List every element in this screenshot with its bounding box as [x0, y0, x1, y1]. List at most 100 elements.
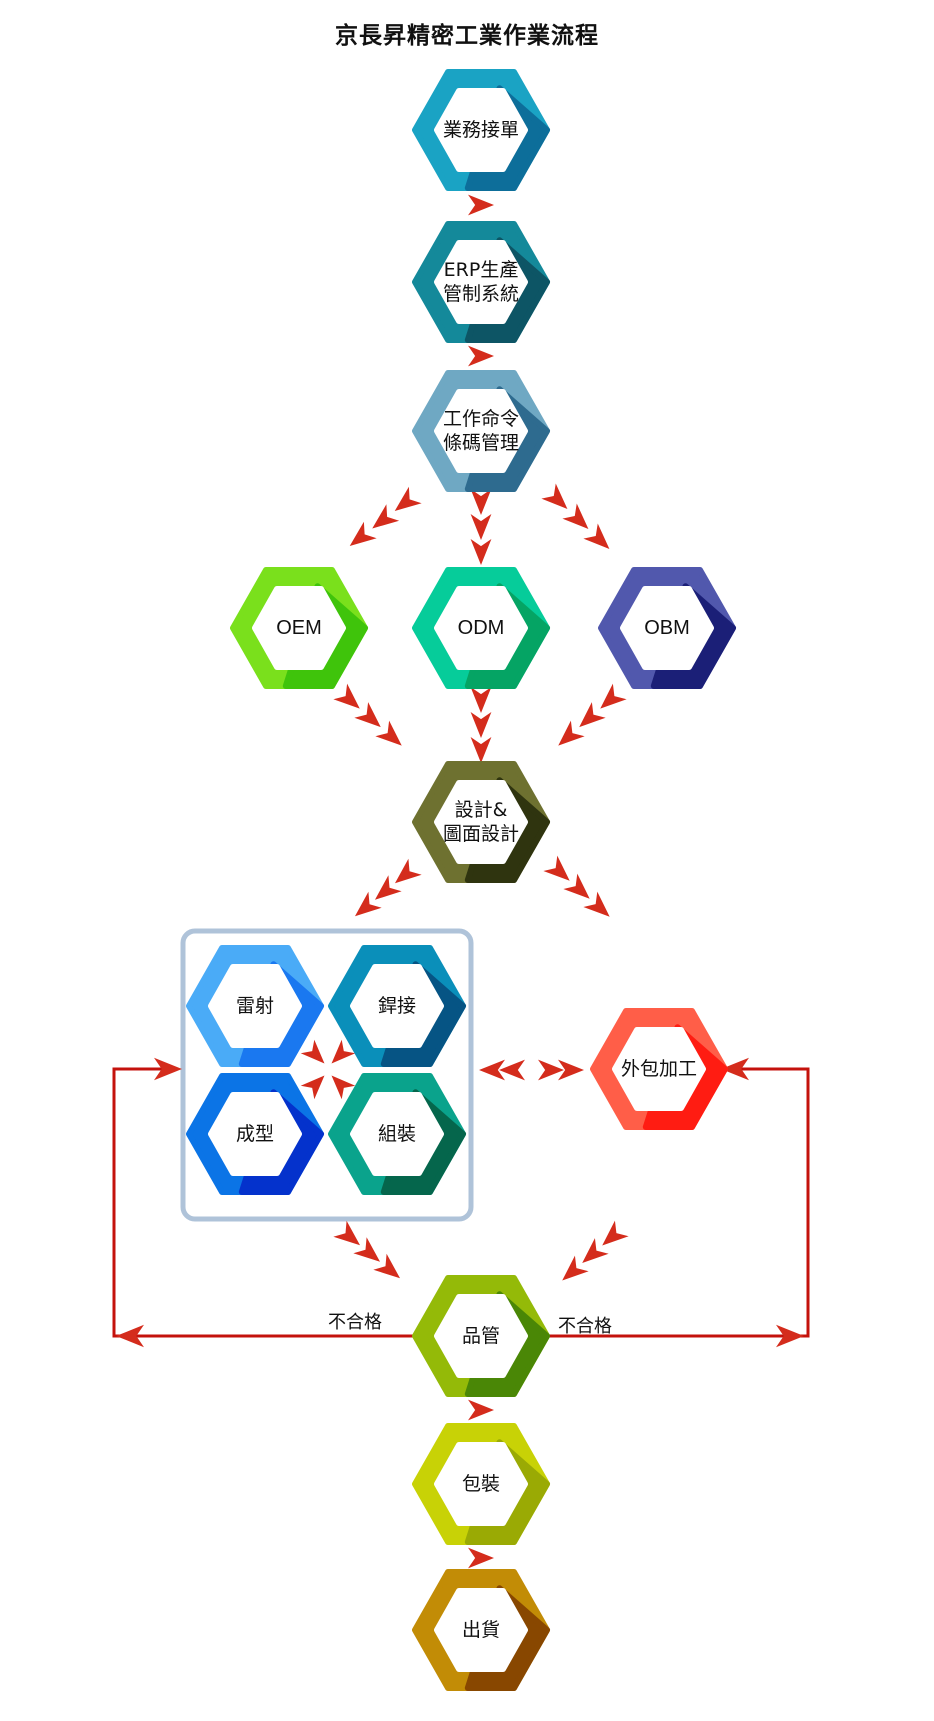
node-label-welding: 銲接 — [378, 994, 416, 1018]
node-qc[interactable] — [412, 1275, 550, 1397]
node-label-qc: 品管 — [462, 1324, 500, 1348]
arrow-reject-left — [116, 1324, 144, 1348]
arrows-obm-to-design — [600, 683, 627, 709]
node-order[interactable] — [412, 69, 550, 191]
node-label-line: 組裝 — [377, 1123, 417, 1145]
node-label-laser: 雷射 — [236, 994, 274, 1018]
node-label-erp: ERP生產管制系統 — [443, 258, 519, 306]
arrows-oem-to-design — [354, 702, 381, 728]
arrows-outsourcing-to-qc — [582, 1238, 609, 1264]
arrow-center-se — [331, 1075, 356, 1100]
arrows-group-to-qc — [353, 1237, 381, 1262]
arrows-workorder-to-obm — [541, 483, 568, 509]
node-erp[interactable] — [412, 221, 550, 343]
reject-return-line-right — [549, 1067, 810, 1338]
arrows-odm-to-design — [470, 712, 492, 738]
node-outsourcing[interactable] — [590, 1008, 728, 1130]
node-obm[interactable] — [598, 567, 736, 689]
node-inner — [434, 1442, 528, 1526]
node-label-line: 雷射 — [235, 995, 275, 1017]
arrow-order-to-erp — [468, 194, 494, 216]
node-label-line: OBM — [644, 617, 690, 639]
diagram-title: 京長昇精密工業作業流程 — [335, 23, 599, 49]
node-oem[interactable] — [230, 567, 368, 689]
node-assembly[interactable] — [328, 1073, 466, 1195]
arrow-erp-to-workorder — [468, 345, 494, 367]
arrows-design-to-group — [354, 891, 382, 917]
arrow-reject-into-outsourcing — [721, 1057, 749, 1081]
arrow-qc-to-packing — [468, 1399, 494, 1421]
arrows-odm-to-design — [470, 737, 492, 763]
node-inner — [434, 240, 528, 324]
arrows-oem-to-design — [333, 683, 360, 709]
node-laser[interactable] — [186, 945, 324, 1067]
node-label-oem: OEM — [276, 616, 322, 640]
node-packing[interactable] — [412, 1423, 550, 1545]
arrows-design-to-group — [374, 875, 402, 900]
node-label-line: 設計& — [454, 799, 508, 821]
node-label-line: 出貨 — [461, 1619, 501, 1641]
node-label-order: 業務接單 — [443, 118, 519, 142]
arrows-oem-to-design — [375, 720, 402, 746]
node-inner — [434, 780, 528, 864]
node-label-line: 圖面設計 — [442, 823, 520, 845]
node-inner — [434, 389, 528, 473]
arrows-workorder-to-odm — [470, 489, 492, 515]
node-label-line: 業務接單 — [442, 119, 520, 141]
node-workorder[interactable] — [412, 370, 550, 492]
reject-label-right: 不合格 — [558, 1316, 612, 1337]
node-label-line: 外包加工 — [620, 1058, 698, 1080]
node-inner — [434, 88, 528, 172]
node-odm[interactable] — [412, 567, 550, 689]
arrows-obm-to-design — [558, 720, 585, 746]
reject-return-line-left — [112, 1067, 413, 1338]
process-group-box — [180, 928, 474, 1222]
node-inner — [612, 1027, 706, 1111]
node-inner — [434, 586, 528, 670]
node-label-line: 包裝 — [461, 1473, 501, 1495]
arrow-center-nw — [300, 1039, 325, 1064]
arrows-design-to-group — [394, 858, 422, 884]
node-inner — [350, 1092, 444, 1176]
arrows-obm-to-design — [579, 702, 606, 728]
arrows-workorder-to-odm — [470, 514, 492, 540]
node-label-obm: OBM — [644, 616, 690, 640]
node-design[interactable] — [412, 761, 550, 883]
arrow-to-outsourcing — [558, 1059, 584, 1081]
node-label-packing: 包裝 — [462, 1472, 500, 1496]
node-label-forming: 成型 — [236, 1122, 274, 1146]
arrows-outsourcing-to-qc — [562, 1255, 589, 1281]
arrow-to-group — [479, 1059, 505, 1081]
arrows-workorder-to-oem — [349, 521, 377, 546]
arrows-design-to-outsourcing — [563, 873, 590, 899]
node-label-outsourcing: 外包加工 — [621, 1057, 697, 1081]
node-label-line: 成型 — [235, 1123, 275, 1145]
node-label-assembly: 組裝 — [378, 1122, 416, 1146]
node-inner — [252, 586, 346, 670]
arrow-reject-right — [776, 1324, 804, 1348]
arrow-to-group — [499, 1059, 525, 1081]
node-inner — [434, 1588, 528, 1672]
arrows-design-to-outsourcing — [583, 891, 610, 917]
node-shipping[interactable] — [412, 1569, 550, 1691]
arrow-center-sw — [300, 1075, 325, 1100]
node-label-line: ERP生產 — [443, 259, 519, 281]
node-inner — [434, 1294, 528, 1378]
node-inner — [620, 586, 714, 670]
arrow-reject-into-group — [154, 1057, 182, 1081]
arrows-outsourcing-to-qc — [602, 1220, 629, 1246]
reject-label-left: 不合格 — [328, 1312, 382, 1333]
node-label-line: ODM — [457, 617, 505, 639]
arrows-workorder-to-obm — [583, 523, 610, 549]
node-label-line: 銲接 — [377, 995, 417, 1017]
arrows-workorder-to-obm — [562, 503, 589, 529]
arrows-workorder-to-oem — [394, 486, 422, 511]
node-welding[interactable] — [328, 945, 466, 1067]
node-forming[interactable] — [186, 1073, 324, 1195]
arrow-to-outsourcing — [538, 1059, 564, 1081]
node-label-workorder: 工作命令條碼管理 — [443, 407, 519, 455]
arrows-group-to-qc — [373, 1253, 401, 1279]
node-inner — [350, 964, 444, 1048]
arrows-odm-to-design — [470, 687, 492, 713]
